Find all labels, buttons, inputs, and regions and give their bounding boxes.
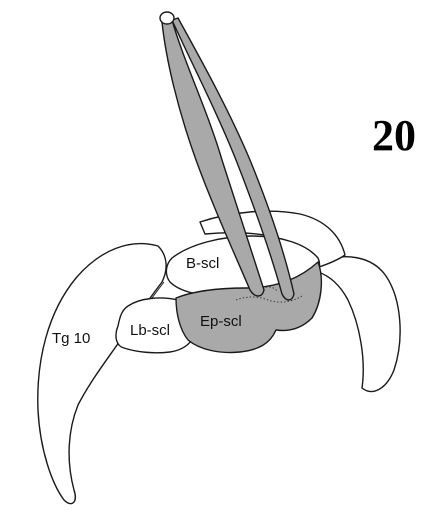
label-b-scl: B-scl xyxy=(186,255,219,272)
label-tg-10: Tg 10 xyxy=(52,330,90,347)
label-lb-scl: Lb-scl xyxy=(130,322,170,339)
tergite-10-lobe xyxy=(38,244,166,504)
label-ep-scl: Ep-scl xyxy=(200,313,242,330)
figure-number: 20 xyxy=(372,111,416,160)
right-lateral-lobe xyxy=(318,257,400,392)
apodeme-knob xyxy=(160,12,174,24)
